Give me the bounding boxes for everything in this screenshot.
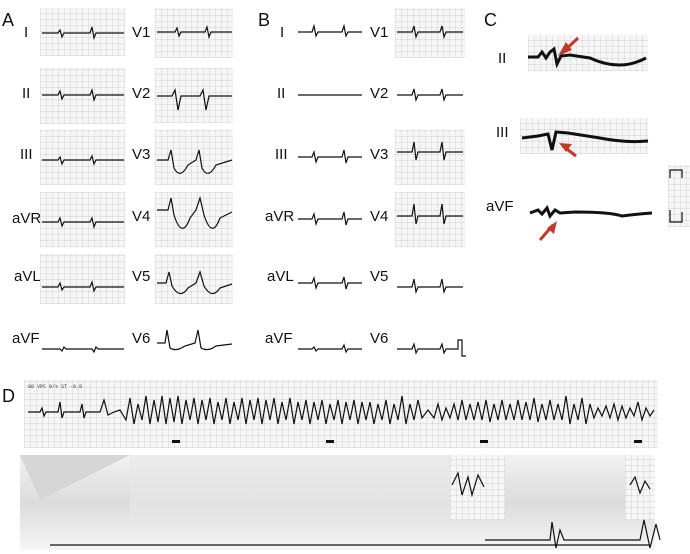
panel-d-label: D <box>2 386 15 406</box>
ecg-strip <box>395 192 465 247</box>
lead-label-avf: aVF <box>265 330 293 347</box>
panel-b-label: B <box>258 10 271 30</box>
lead-label-i: I <box>280 24 285 41</box>
ecg-strip <box>40 192 125 247</box>
zoomed-strip <box>20 455 655 550</box>
ecg-strip <box>40 68 125 124</box>
lead-label-avf: aVF <box>486 198 514 215</box>
lead-label-v1: V1 <box>370 24 389 41</box>
lead-label-ii: II <box>277 85 286 102</box>
lead-label-v2: V2 <box>132 85 151 102</box>
panel-c-label: C <box>484 10 497 30</box>
lead-label-v6: V6 <box>132 330 151 347</box>
ecg-strip <box>395 130 465 185</box>
lead-label-v6: V6 <box>370 330 389 347</box>
zoom-trace <box>20 455 651 546</box>
lead-label-ii: II <box>498 50 507 67</box>
ecg-strip <box>395 8 465 58</box>
ecg-strip <box>155 8 233 58</box>
lead-label-avr: aVR <box>12 210 42 227</box>
ecg-strip <box>625 455 655 520</box>
lead-label-i: I <box>24 24 29 41</box>
rhythm-strip <box>24 380 658 448</box>
lead-label-v3: V3 <box>370 146 389 163</box>
lead-label-iii: III <box>275 146 288 163</box>
lead-label-v5: V5 <box>132 268 151 285</box>
ecg-strip <box>668 165 690 227</box>
lead-label-avf: aVF <box>12 330 40 347</box>
ecg-strip <box>40 8 125 56</box>
panel-a-label: A <box>2 10 15 30</box>
ecg-strip <box>450 455 505 520</box>
lead-label-iii: III <box>496 124 509 141</box>
lead-label-v4: V4 <box>370 208 389 225</box>
lead-label-ii: II <box>22 85 31 102</box>
ecg-strip <box>40 254 125 304</box>
strip-header: 80 VPC 0/s ST -0.9 <box>28 384 83 390</box>
lead-label-v4: V4 <box>132 208 151 225</box>
lead-label-v2: V2 <box>370 85 389 102</box>
lead-label-avl: aVL <box>14 268 41 285</box>
lead-label-v1: V1 <box>132 24 151 41</box>
lead-label-iii: III <box>20 146 33 163</box>
lead-label-v5: V5 <box>370 268 389 285</box>
ecg-strip <box>40 130 125 185</box>
lead-label-avl: aVL <box>267 268 294 285</box>
lead-label-v3: V3 <box>132 146 151 163</box>
lead-label-avr: aVR <box>265 208 295 225</box>
ecg-strip <box>155 254 233 304</box>
ecg-strip <box>155 130 233 185</box>
